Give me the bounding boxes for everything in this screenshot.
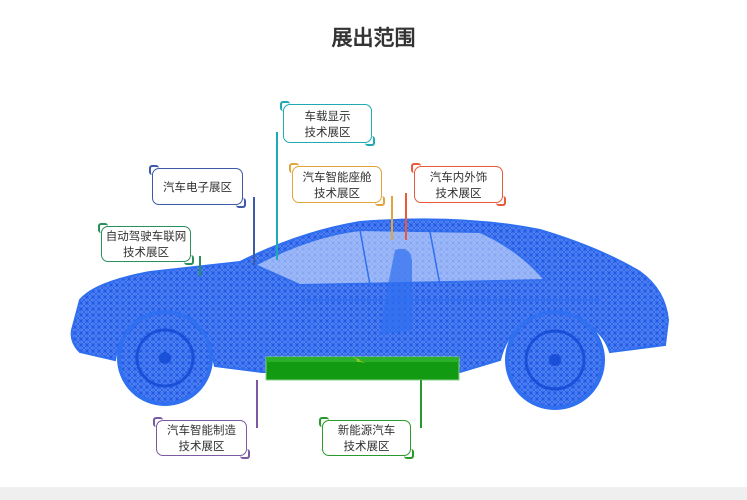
footer-band (0, 487, 747, 500)
rear-wheel (505, 310, 605, 410)
front-wheel (117, 310, 213, 406)
connector-autonomous (199, 256, 201, 276)
zone-electronics: 汽车电子展区 (149, 165, 246, 208)
connector-electronics (253, 197, 255, 265)
zone-interior: 汽车内外饰技术展区 (411, 163, 506, 206)
connector-display (276, 132, 278, 260)
page-title: 展出范围 (331, 26, 416, 50)
connector-nev (420, 380, 422, 428)
zone-display: 车载显示技术展区 (280, 101, 375, 146)
zone-nev: 新能源汽车技术展区 (319, 417, 414, 459)
connector-cockpit (391, 196, 393, 240)
connector-manufacturing (256, 380, 258, 428)
car-seat (380, 248, 412, 335)
zone-manufacturing: 汽车智能制造技术展区 (153, 417, 250, 459)
battery-pack (265, 356, 460, 381)
zone-autonomous: 自动驾驶车联网技术展区 (98, 223, 194, 265)
connector-interior (405, 193, 407, 240)
lightning-icon (352, 357, 366, 363)
zone-cockpit: 汽车智能座舱技术展区 (289, 163, 385, 206)
